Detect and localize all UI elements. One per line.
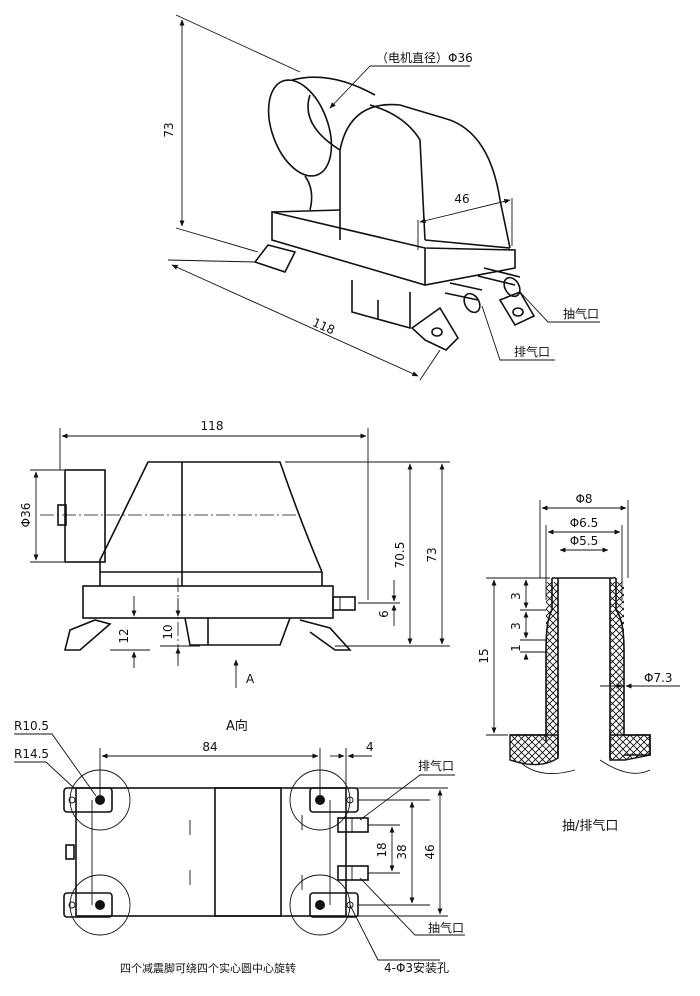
bottom-holes-label: 4-Φ3安装孔 (384, 960, 449, 975)
front-view-marker: A (246, 672, 255, 686)
front-dia-label: Φ36 (19, 503, 33, 528)
bottom-note: 四个减震脚可绕四个实心圆中心旋转 (120, 961, 296, 975)
isometric-view: 73 118 46 （电机直径）Φ36 抽气口 排气口 (162, 14, 600, 381)
front-length-label: 118 (201, 419, 224, 433)
port-s3a-label: 3 (509, 592, 523, 600)
front-view: 118 Φ36 70.5 73 6 12 10 A (19, 419, 450, 688)
bottom-r105-label: R10.5 (14, 719, 49, 733)
bottom-h46-label: 46 (423, 844, 437, 859)
iso-motor-dia-label: （电机直径）Φ36 (376, 51, 473, 65)
bottom-r145-label: R14.5 (14, 747, 49, 761)
iso-exhaust-label: 排气口 (514, 344, 550, 359)
bottom-h38-label: 38 (395, 844, 409, 859)
bottom-w4-label: 4 (366, 740, 374, 754)
port-section: Φ8 Φ6.5 Φ5.5 15 3 3 1 Φ7.3 抽/排气口 (477, 492, 680, 834)
bottom-view: A向 (14, 718, 465, 975)
front-h73-label: 73 (425, 547, 439, 562)
bottom-exhaust-label: 排气口 (418, 758, 454, 773)
front-h6-label: 6 (377, 610, 391, 618)
port-h15-label: 15 (477, 648, 491, 663)
iso-suction-label: 抽气口 (563, 306, 599, 321)
iso-length-label: 118 (310, 315, 337, 337)
port-section-title: 抽/排气口 (562, 818, 618, 834)
bottom-suction-label: 抽气口 (428, 920, 464, 935)
port-d65-label: Φ6.5 (570, 516, 599, 530)
port-d55-label: Φ5.5 (570, 534, 599, 548)
iso-width-label: 46 (454, 192, 469, 206)
bottom-view-title: A向 (226, 718, 248, 734)
front-h10-label: 10 (161, 624, 175, 639)
front-h12-label: 12 (117, 628, 131, 643)
port-d8-label: Φ8 (575, 492, 592, 506)
bottom-h18-label: 18 (375, 842, 389, 857)
front-h705-label: 70.5 (393, 542, 407, 569)
port-d73-label: Φ7.3 (644, 671, 673, 685)
port-s1-label: 1 (509, 644, 523, 652)
iso-height-label: 73 (162, 122, 176, 137)
bottom-w84-label: 84 (202, 740, 217, 754)
port-s3b-label: 3 (509, 622, 523, 630)
